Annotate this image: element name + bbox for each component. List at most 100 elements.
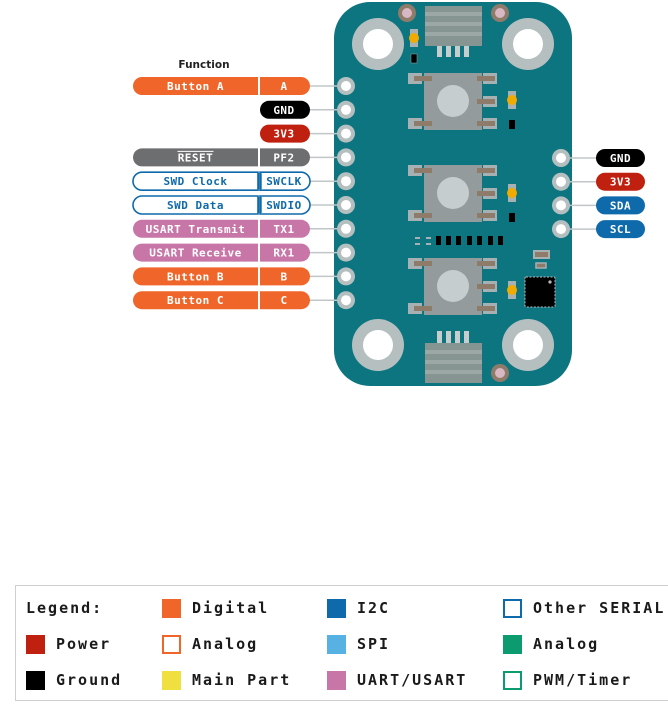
legend-swatch — [162, 598, 181, 618]
tactile-button-1 — [408, 73, 517, 130]
header-hole[interactable] — [552, 172, 570, 191]
function-label: RESET — [178, 151, 214, 164]
header-hole[interactable] — [337, 219, 355, 238]
pin-name: C — [280, 294, 287, 307]
legend-label: SPI — [357, 635, 391, 653]
pin-name-bg — [259, 171, 311, 191]
pad-top-left — [398, 4, 416, 22]
legend-item: Analog — [162, 633, 258, 655]
legend-item: PWM/Timer — [503, 669, 632, 691]
left-pin-row[interactable]: GND — [260, 100, 355, 119]
legend-item: Ground — [26, 669, 122, 691]
pin-name-bg — [260, 100, 311, 119]
header-hole[interactable] — [337, 196, 355, 214]
legend-swatch — [26, 634, 45, 654]
pin-name: RX1 — [273, 247, 294, 260]
function-label-bg — [133, 77, 258, 95]
pin-name-bg — [596, 172, 645, 191]
header-hole[interactable] — [552, 220, 570, 239]
pin-name-bg — [260, 267, 311, 286]
legend-swatch — [503, 670, 522, 690]
left-pin-row[interactable]: SWD Data SWDIO — [132, 195, 355, 215]
pin-name-bg — [596, 220, 645, 239]
right-pin-row[interactable]: SCL — [552, 220, 645, 239]
function-label-bg — [132, 171, 259, 191]
pad-bottom — [491, 364, 509, 382]
function-label: Button B — [167, 270, 224, 283]
pin-name: SWDIO — [266, 199, 302, 212]
tactile-button-2 — [408, 165, 517, 222]
header-hole[interactable] — [337, 291, 355, 310]
header-hole[interactable] — [337, 77, 355, 95]
legend-item: Digital — [162, 597, 269, 619]
pin-name-bg — [260, 219, 311, 238]
board — [334, 2, 572, 386]
left-pin-row[interactable]: USART Receive RX1 — [133, 243, 355, 262]
legend-label: PWM/Timer — [533, 671, 633, 689]
legend-label: I2C — [357, 599, 391, 617]
mounting-hole-top-left — [352, 18, 404, 70]
header-hole[interactable] — [337, 267, 355, 286]
legend-label: Power — [56, 635, 112, 653]
pin-name-bg — [596, 149, 645, 167]
bottom-connector — [425, 331, 482, 383]
header-hole[interactable] — [337, 124, 355, 143]
pad-top-right — [491, 4, 509, 22]
function-label: SWD Data — [167, 199, 224, 212]
tactile-button-3 — [408, 258, 517, 315]
function-label: Button A — [167, 80, 224, 93]
legend-swatch — [162, 670, 181, 690]
header-hole[interactable] — [337, 148, 355, 167]
legend-swatch — [503, 634, 522, 654]
header-hole[interactable] — [552, 149, 570, 167]
legend-swatch — [162, 634, 181, 654]
pin-name-bg — [260, 291, 311, 310]
header-hole[interactable] — [337, 172, 355, 191]
legend-swatch — [26, 670, 45, 690]
pin-name-bg — [260, 77, 310, 95]
function-column-header: Function — [178, 59, 229, 71]
legend-item: Main Part — [162, 669, 291, 691]
function-label-bg — [132, 195, 259, 215]
legend-item: UART/USART — [327, 669, 467, 691]
legend-label: Ground — [56, 671, 123, 689]
legend-item: Other SERIAL — [503, 597, 665, 619]
pin-name: 3V3 — [273, 128, 294, 141]
legend-item: Power — [26, 633, 111, 655]
legend-label: Main Part — [192, 671, 292, 689]
legend-label: Digital — [192, 599, 270, 617]
pin-name: SWCLK — [266, 175, 302, 188]
header-hole[interactable] — [552, 196, 570, 215]
function-label: USART Receive — [149, 247, 242, 260]
right-pin-row[interactable]: SDA — [552, 196, 645, 215]
right-pin-row[interactable]: 3V3 — [552, 172, 645, 191]
pin-name: GND — [273, 104, 294, 117]
legend-label: UART/USART — [357, 671, 468, 689]
pin-name: A — [280, 80, 287, 93]
pin-name-bg — [259, 195, 311, 215]
top-connector — [425, 6, 482, 57]
left-pin-row[interactable]: 3V3 — [260, 124, 355, 143]
pin-name: B — [280, 270, 287, 283]
function-label: USART Transmit — [146, 223, 246, 236]
header-hole[interactable] — [337, 100, 355, 119]
legend-swatch — [327, 598, 346, 618]
legend-label: Other SERIAL — [533, 599, 666, 617]
legend-item: Analog — [503, 633, 599, 655]
mounting-hole-bottom-left — [352, 319, 404, 371]
left-pin-row[interactable]: Button A A — [133, 77, 355, 95]
header-hole[interactable] — [337, 243, 355, 262]
legend-title-item: Legend: — [26, 597, 103, 619]
legend-title: Legend: — [26, 599, 104, 617]
legend-swatch — [327, 634, 346, 654]
right-pin-row[interactable]: GND — [552, 149, 645, 167]
capacitor — [533, 250, 550, 269]
function-label: SWD Clock — [163, 175, 227, 188]
pin-name-bg — [260, 124, 310, 143]
legend-label: Analog — [533, 635, 600, 653]
left-pin-row[interactable]: Button B B — [133, 267, 355, 286]
left-pin-row[interactable]: SWD Clock SWCLK — [132, 171, 355, 191]
